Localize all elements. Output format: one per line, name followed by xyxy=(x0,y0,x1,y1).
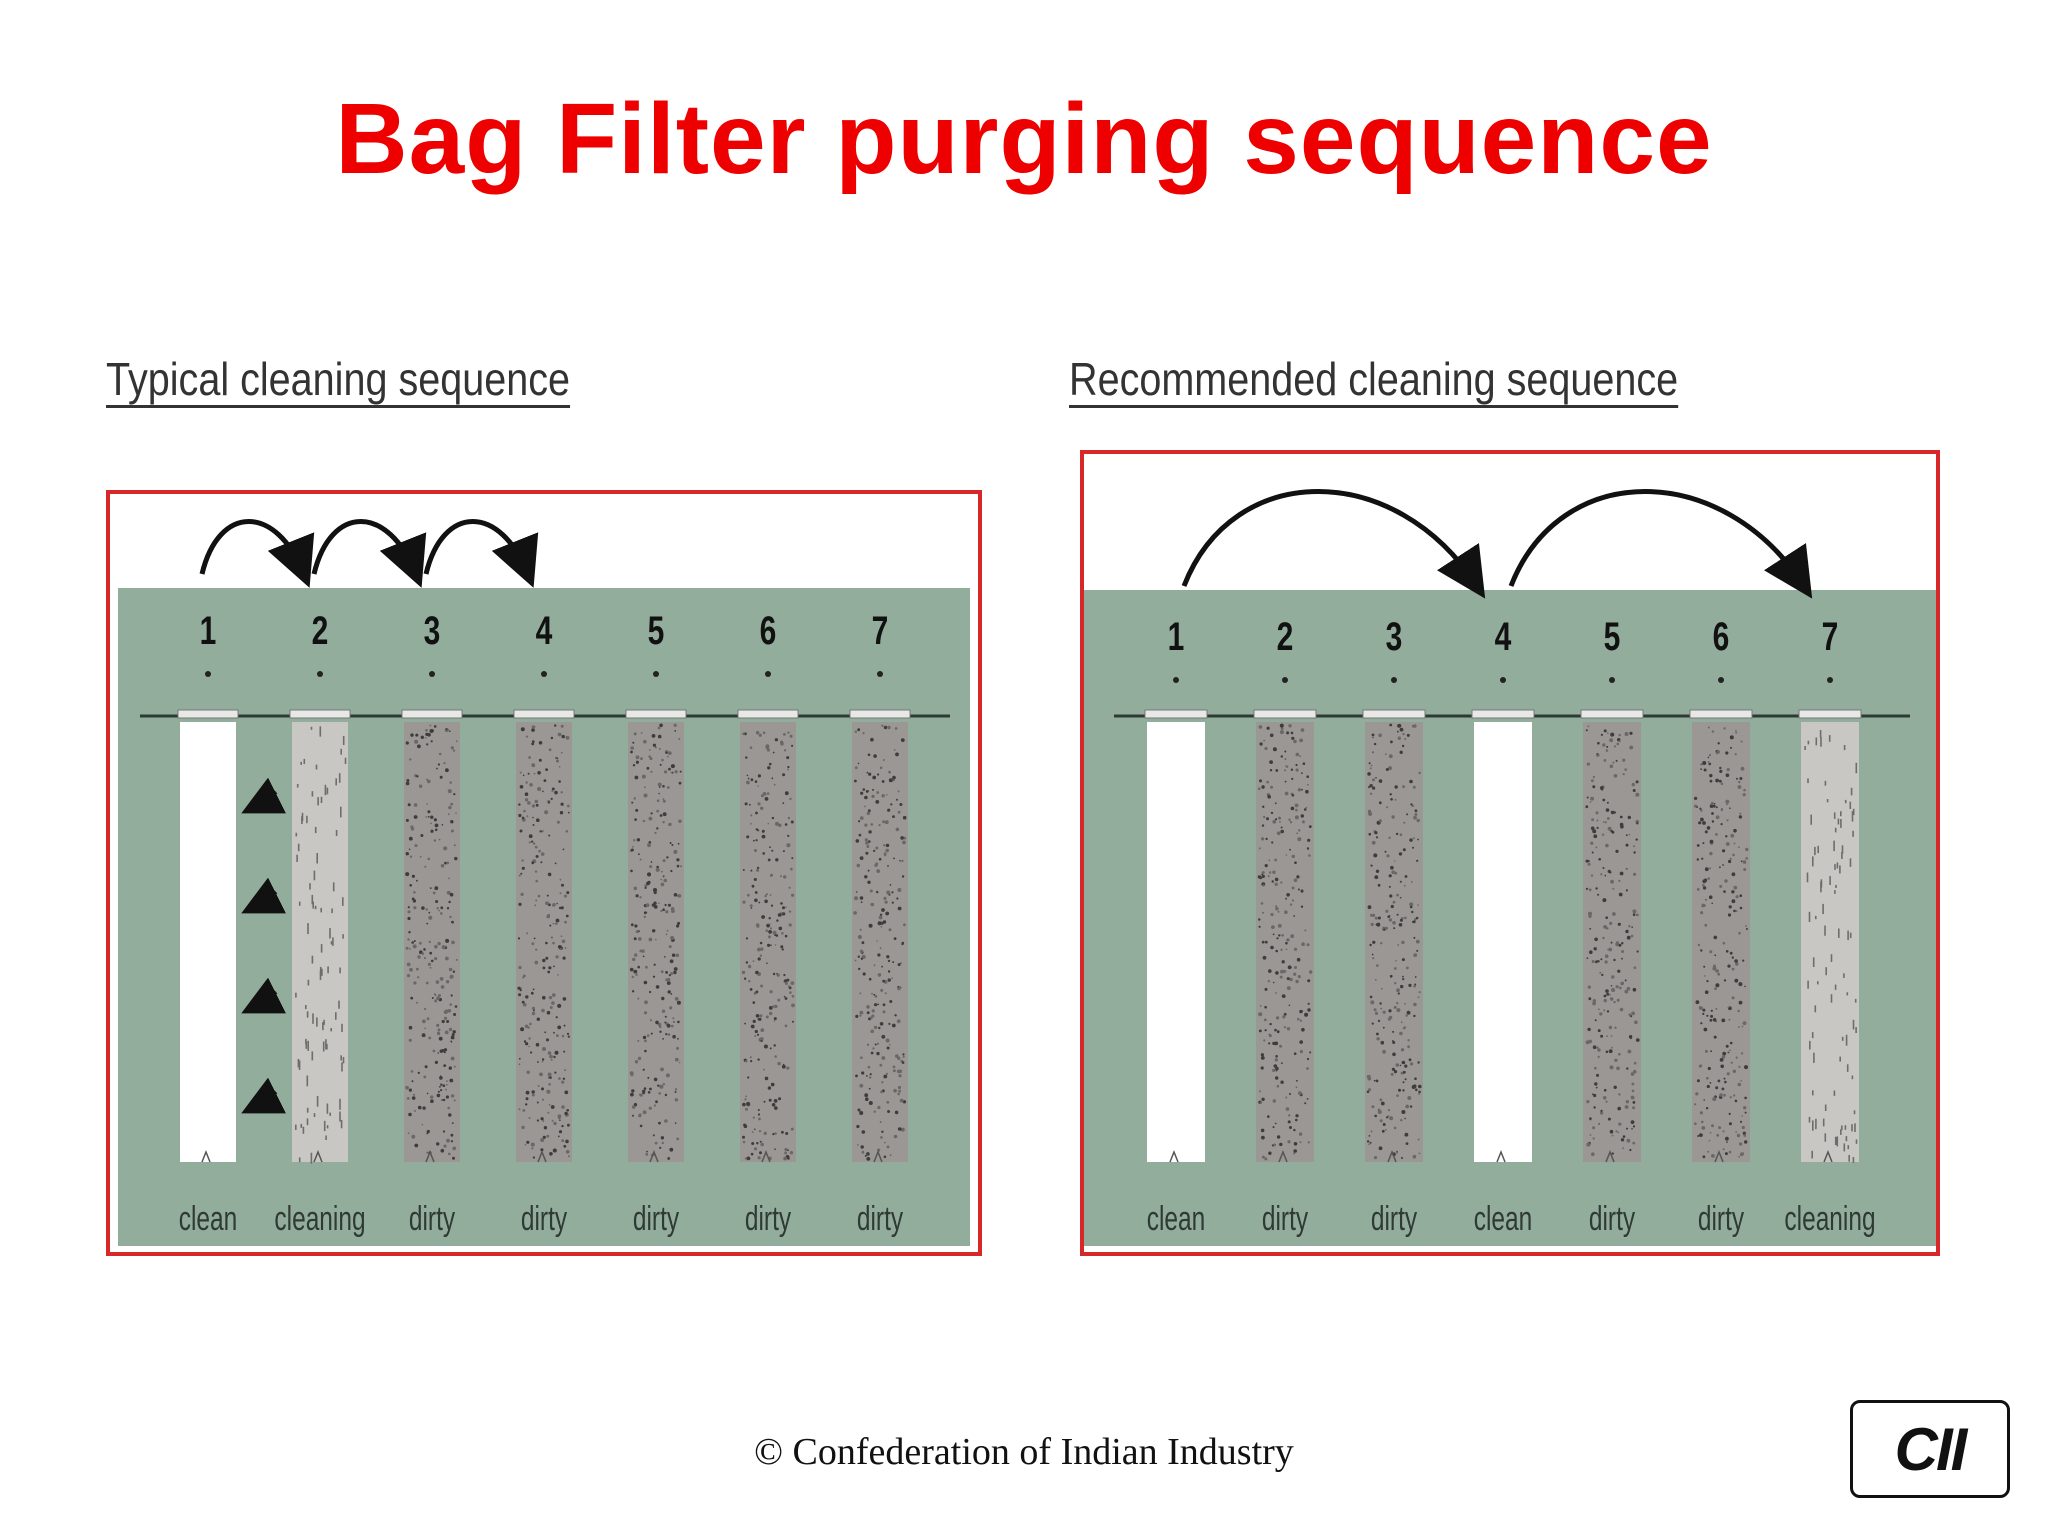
bag-body xyxy=(292,722,348,1162)
bag-state-label: dirty xyxy=(1371,1200,1417,1238)
bag-state-label: dirty xyxy=(521,1200,567,1238)
bag-collar xyxy=(177,709,239,719)
left-diagram-caption: Typical cleaning sequence xyxy=(106,353,571,405)
recommended-sequence-arrow-1 xyxy=(1181,489,1486,599)
typical-sequence-arrow-3 xyxy=(423,519,539,588)
nozzle-dot xyxy=(765,671,771,677)
air-pulse-arrow xyxy=(241,977,286,1014)
nozzle-dot xyxy=(1282,677,1288,683)
bag-collar xyxy=(1689,709,1753,719)
bag-number: 5 xyxy=(648,609,665,653)
bag-collar xyxy=(849,709,911,719)
bag-body xyxy=(1801,722,1859,1162)
nozzle-dot xyxy=(1500,677,1506,683)
bag-body xyxy=(1692,722,1750,1162)
bag-state-label: dirty xyxy=(857,1200,903,1238)
air-pulse-arrow xyxy=(241,877,286,914)
recommended-sequence-svg: 1 clean 2 dirty 3 dirty 4 clean 5 dirty 6 dirty 7 cle… xyxy=(1084,489,1936,1246)
bag-number: 4 xyxy=(536,609,553,653)
bag-number: 3 xyxy=(1386,615,1403,659)
typical-bag-3: 3 dirty xyxy=(401,609,463,1238)
typical-sequence-arrow-1 xyxy=(199,519,315,588)
typical-bag-6: 6 dirty xyxy=(737,609,799,1238)
bag-number: 7 xyxy=(1822,615,1839,659)
bag-state-label: dirty xyxy=(1262,1200,1308,1238)
bag-body xyxy=(180,722,236,1162)
cii-logo: CII xyxy=(1850,1400,2010,1498)
bag-collar xyxy=(625,709,687,719)
bag-state-label: clean xyxy=(1474,1200,1533,1238)
bag-state-label: dirty xyxy=(745,1200,791,1238)
bag-collar xyxy=(1362,709,1426,719)
bag-body xyxy=(1256,722,1314,1162)
recommended-sequence-arrow-2 xyxy=(1508,489,1813,599)
typical-bag-5: 5 dirty xyxy=(625,609,687,1238)
typical-bag-2: 2 cleaning xyxy=(274,609,365,1238)
bag-state-label: dirty xyxy=(633,1200,679,1238)
bag-number: 6 xyxy=(760,609,777,653)
bag-state-label: dirty xyxy=(409,1200,455,1238)
typical-sequence-arrow-2 xyxy=(311,519,427,588)
typical-bag-7: 7 dirty xyxy=(849,609,911,1238)
recommended-bag-2: 2 dirty xyxy=(1253,615,1317,1238)
bag-body xyxy=(628,722,684,1162)
bag-number: 6 xyxy=(1713,615,1730,659)
bag-state-label: clean xyxy=(179,1200,238,1238)
bag-state-label: clean xyxy=(1147,1200,1206,1238)
nozzle-dot xyxy=(1173,677,1179,683)
bag-state-label: dirty xyxy=(1589,1200,1635,1238)
recommended-bag-3: 3 dirty xyxy=(1362,615,1426,1238)
bag-collar xyxy=(1798,709,1862,719)
bag-body xyxy=(852,722,908,1162)
recommended-bag-7: 7 cleaning xyxy=(1784,615,1875,1238)
air-pulse-arrow xyxy=(241,1077,286,1114)
nozzle-dot xyxy=(1827,677,1833,683)
bag-number: 1 xyxy=(1168,615,1185,659)
bag-collar xyxy=(401,709,463,719)
recommended-bag-4: 4 clean xyxy=(1471,615,1535,1238)
nozzle-dot xyxy=(205,671,211,677)
bag-number: 2 xyxy=(312,609,329,653)
bag-collar xyxy=(513,709,575,719)
bag-collar xyxy=(1144,709,1208,719)
typical-bag-4: 4 dirty xyxy=(513,609,575,1238)
bag-number: 7 xyxy=(872,609,889,653)
nozzle-dot xyxy=(1391,677,1397,683)
bag-body xyxy=(1474,722,1532,1162)
bag-body xyxy=(740,722,796,1162)
bag-collar xyxy=(289,709,351,719)
air-pulse-arrow xyxy=(241,777,286,814)
nozzle-dot xyxy=(317,671,323,677)
bag-number: 3 xyxy=(424,609,441,653)
nozzle-dot xyxy=(1609,677,1615,683)
copyright-footer: © Confederation of Indian Industry xyxy=(754,1431,1294,1473)
typical-sequence-svg: 1clean2cleaning3dirty4dirty5dirty6dirty7… xyxy=(118,519,970,1246)
nozzle-dot xyxy=(429,671,435,677)
bag-state-label: cleaning xyxy=(1784,1200,1875,1238)
bag-state-label: cleaning xyxy=(274,1200,365,1238)
nozzle-dot xyxy=(541,671,547,677)
bag-number: 2 xyxy=(1277,615,1294,659)
recommended-bag-6: 6 dirty xyxy=(1689,615,1753,1238)
right-diagram-caption: Recommended cleaning sequence xyxy=(1069,353,1679,405)
bag-number: 5 xyxy=(1604,615,1621,659)
nozzle-dot xyxy=(653,671,659,677)
page-title: Bag Filter purging sequence xyxy=(335,83,1713,195)
nozzle-dot xyxy=(877,671,883,677)
recommended-bag-5: 5 dirty xyxy=(1580,615,1644,1238)
bag-collar xyxy=(1580,709,1644,719)
bag-collar xyxy=(737,709,799,719)
recommended-bag-1: 1 clean xyxy=(1144,615,1208,1238)
typical-bag-1: 1 clean xyxy=(177,609,239,1238)
bag-collar xyxy=(1253,709,1317,719)
bag-number: 4 xyxy=(1495,615,1512,659)
bag-collar xyxy=(1471,709,1535,719)
recommended-sequence-diagram: 1 clean 2 dirty 3 dirty 4 clean 5 dirty 6 dirty 7 cle… xyxy=(1080,450,1940,1256)
bag-body xyxy=(1147,722,1205,1162)
bag-state-label: dirty xyxy=(1698,1200,1744,1238)
nozzle-dot xyxy=(1718,677,1724,683)
bag-number: 1 xyxy=(200,609,217,653)
